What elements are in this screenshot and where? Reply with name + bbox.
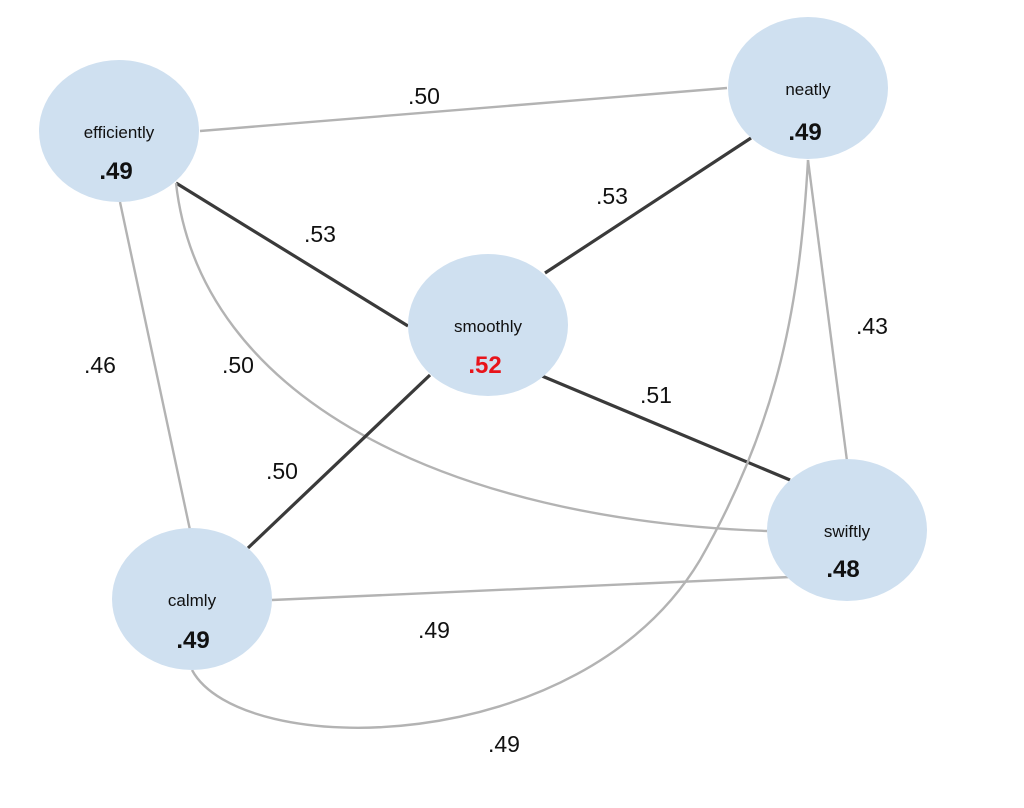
edge-label-neatly-swiftly: .43 [856,313,888,339]
node-efficiently-label: efficiently [84,123,155,142]
node-smoothly-label: smoothly [454,317,523,336]
node-efficiently-score: .49 [99,158,132,185]
node-swiftly-label: swiftly [824,522,871,541]
edge-efficiently-calmly [118,201,192,531]
edge-label-efficiently-swiftly: .50 [222,352,254,378]
node-calmly[interactable]: calmly .49 [112,528,272,670]
edge-smoothly-calmly [246,373,432,550]
node-calmly-shape [112,528,272,670]
edge-label-calmly-neatly: .49 [488,731,520,757]
edge-calmly-swiftly [271,575,791,602]
edge-label-smoothly-calmly: .50 [266,458,298,484]
node-neatly-label: neatly [785,80,831,99]
edge-efficiently-smoothly [175,181,409,328]
edge-efficiently-neatly [199,86,728,133]
node-smoothly-shape [408,254,568,396]
edge-neatly-swiftly [806,159,849,462]
edge-label-efficiently-neatly: .50 [408,83,440,109]
node-neatly[interactable]: neatly .49 [728,17,888,159]
node-efficiently-shape [39,60,199,202]
node-efficiently[interactable]: efficiently .49 [39,60,199,202]
edge-calmly-neatly [190,159,810,729]
node-swiftly-score: .48 [826,556,859,583]
node-neatly-shape [728,17,888,159]
node-swiftly[interactable]: swiftly .48 [767,459,927,601]
node-swiftly-shape [767,459,927,601]
node-neatly-score: .49 [788,119,821,146]
edge-label-efficiently-calmly: .46 [84,352,116,378]
edge-label-smoothly-swiftly: .51 [640,382,672,408]
edge-efficiently-swiftly [174,182,768,533]
edge-labels: .50 .53 .53 .46 .50 .43 .51 .50 .49 .49 [84,83,888,757]
edge-label-calmly-swiftly: .49 [418,617,450,643]
node-smoothly[interactable]: smoothly .52 [408,254,568,396]
node-calmly-label: calmly [168,591,217,610]
edges [118,86,849,729]
edge-label-efficiently-smoothly: .53 [304,221,336,247]
edge-label-neatly-smoothly: .53 [596,183,628,209]
node-calmly-score: .49 [176,627,209,654]
node-smoothly-score: .52 [468,352,501,379]
edge-neatly-smoothly [544,136,752,275]
